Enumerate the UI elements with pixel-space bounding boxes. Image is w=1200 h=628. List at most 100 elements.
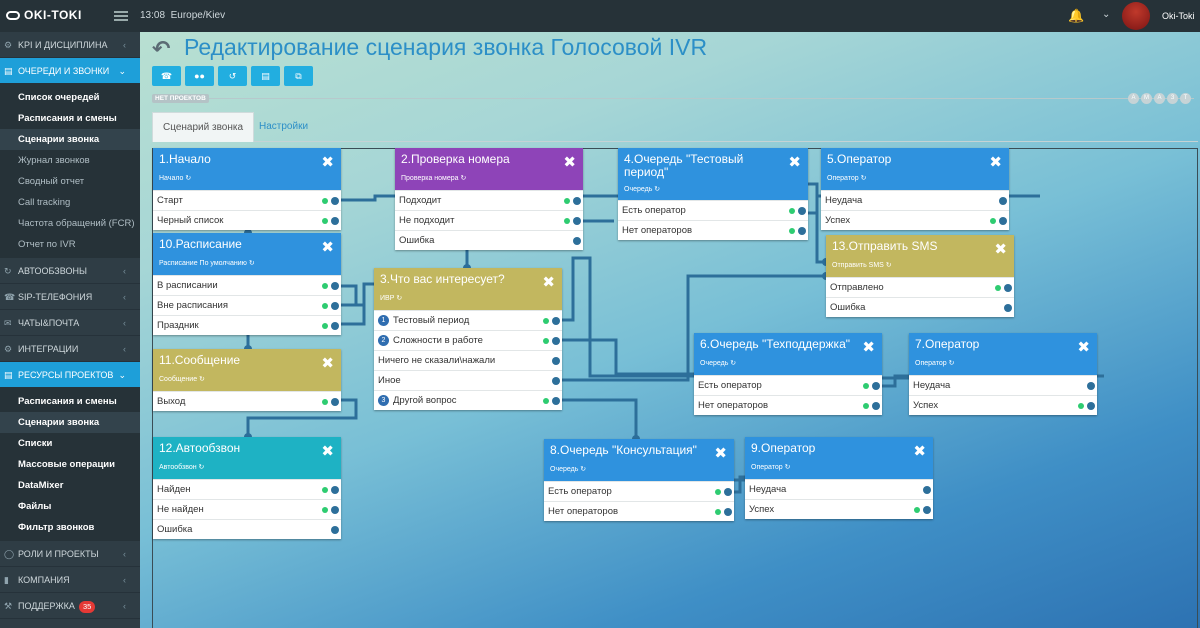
menu-toggle-icon[interactable] (114, 11, 128, 21)
sidebar-section-chats[interactable]: ✉ЧАТЫ&ПОЧТА‹ (0, 310, 140, 336)
sidebar-item-lists[interactable]: Списки (18, 438, 53, 449)
output-connector[interactable] (1087, 382, 1095, 390)
output-connector[interactable] (798, 207, 806, 215)
node-output-row[interactable]: Черный список (153, 210, 341, 230)
output-connector[interactable] (331, 302, 339, 310)
node-header[interactable]: 3.Что вас интересует?ИВР ↻✖ (374, 268, 562, 310)
scenario-node-4[interactable]: 4.Очередь "Тестовый период"Очередь ↻✖Ест… (618, 148, 808, 240)
sidebar-section-autodial[interactable]: ↻АВТООБЗВОНЫ‹ (0, 258, 140, 284)
chevron-down-icon[interactable]: ⌄ (1102, 9, 1111, 20)
sidebar-item-queues-list[interactable]: Список очередей (18, 92, 100, 103)
output-connector[interactable] (552, 357, 560, 365)
close-icon[interactable]: ✖ (714, 445, 727, 462)
output-connector[interactable] (331, 486, 339, 494)
output-connector[interactable] (1004, 304, 1012, 312)
output-connector[interactable] (331, 526, 339, 534)
output-connector[interactable] (1087, 402, 1095, 410)
close-icon[interactable]: ✖ (321, 355, 334, 372)
output-connector[interactable] (331, 506, 339, 514)
avatar[interactable] (1122, 2, 1150, 30)
sidebar-item-fcr[interactable]: Частота обращений (FCR) (18, 218, 135, 229)
output-connector[interactable] (999, 197, 1007, 205)
bell-icon[interactable]: 🔔 (1068, 8, 1085, 23)
node-output-row[interactable]: Есть оператор (544, 481, 734, 501)
node-header[interactable]: 6.Очередь "Техподдержка"Очередь ↻✖ (694, 333, 882, 375)
scenario-node-8[interactable]: 8.Очередь "Консультация"Очередь ↻✖Есть о… (544, 439, 734, 521)
node-output-row[interactable]: Ошибка (153, 519, 341, 539)
output-connector[interactable] (552, 317, 560, 325)
users-icon[interactable]: ●● (185, 66, 214, 86)
output-connector[interactable] (573, 197, 581, 205)
node-type-label[interactable]: Оператор ↻ (827, 175, 867, 182)
node-output-row[interactable]: Ошибка (826, 297, 1014, 317)
node-output-row[interactable]: Успех (745, 499, 933, 519)
output-connector[interactable] (872, 382, 880, 390)
output-connector[interactable] (923, 486, 931, 494)
app-logo[interactable]: OKI-TOKI (6, 8, 82, 22)
back-arrow-icon[interactable]: ↶ (152, 36, 171, 61)
node-type-label[interactable]: Начало ↻ (159, 175, 192, 182)
node-output-row[interactable]: Нет операторов (544, 501, 734, 521)
history-icon[interactable]: ↺ (218, 66, 247, 86)
close-icon[interactable]: ✖ (321, 239, 334, 256)
sidebar-item-schedules[interactable]: Расписания и смены (18, 113, 117, 124)
node-output-row[interactable]: Успех (909, 395, 1097, 415)
node-output-row[interactable]: Праздник (153, 315, 341, 335)
output-connector[interactable] (923, 506, 931, 514)
sidebar-item-summary-report[interactable]: Сводный отчет (18, 176, 85, 187)
copy-icon[interactable]: ⧉ (284, 66, 313, 86)
output-connector[interactable] (872, 402, 880, 410)
output-connector[interactable] (331, 322, 339, 330)
tab-call-scenario[interactable]: Сценарий звонка (152, 112, 255, 142)
output-connector[interactable] (724, 508, 732, 516)
node-output-row[interactable]: Найден (153, 479, 341, 499)
output-connector[interactable] (552, 377, 560, 385)
node-type-label[interactable]: Очередь ↻ (700, 360, 737, 367)
node-type-label[interactable]: Очередь ↻ (624, 186, 661, 193)
node-output-row[interactable]: Не подходит (395, 210, 583, 230)
node-type-label[interactable]: Отправить SMS ↻ (832, 262, 892, 269)
output-connector[interactable] (331, 197, 339, 205)
close-icon[interactable]: ✖ (1077, 339, 1090, 356)
close-icon[interactable]: ✖ (321, 154, 334, 171)
sidebar-item-datamixer[interactable]: DataMixer (18, 480, 64, 491)
letter-filter[interactable]: Т (1180, 93, 1191, 104)
sidebar-section-company[interactable]: ▮КОМПАНИЯ‹ (0, 567, 140, 593)
letter-filter[interactable]: А (1154, 93, 1165, 104)
close-icon[interactable]: ✖ (862, 339, 875, 356)
output-connector[interactable] (331, 398, 339, 406)
node-output-row[interactable]: Есть оператор (694, 375, 882, 395)
close-icon[interactable]: ✖ (994, 241, 1007, 258)
node-type-label[interactable]: Сообщение ↻ (159, 376, 205, 383)
output-connector[interactable] (798, 227, 806, 235)
node-output-row[interactable]: Подходит (395, 190, 583, 210)
node-header[interactable]: 4.Очередь "Тестовый период"Очередь ↻✖ (618, 148, 808, 200)
sidebar-item-res-schedules[interactable]: Расписания и смены (18, 396, 117, 407)
close-icon[interactable]: ✖ (563, 154, 576, 171)
output-connector[interactable] (1004, 284, 1012, 292)
user-name[interactable]: Oki-Toki (1162, 11, 1195, 21)
node-output-row[interactable]: Вне расписания (153, 295, 341, 315)
output-connector[interactable] (552, 397, 560, 405)
node-output-row[interactable]: Отправлено (826, 277, 1014, 297)
node-output-row[interactable]: Нет операторов (694, 395, 882, 415)
close-icon[interactable]: ✖ (542, 274, 555, 291)
node-output-row[interactable]: В расписании (153, 275, 341, 295)
node-type-label[interactable]: Автообзвон ↻ (159, 464, 205, 471)
output-connector[interactable] (999, 217, 1007, 225)
